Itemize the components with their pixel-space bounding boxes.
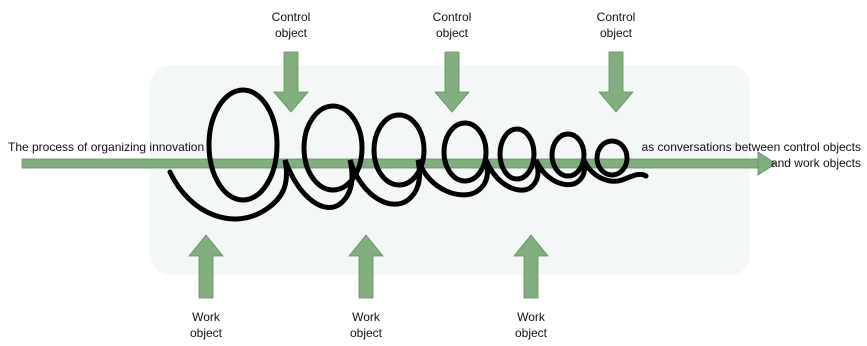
work-object-label-line2: object — [514, 326, 548, 340]
spiral-coil — [301, 103, 365, 193]
work-arrow-2 — [348, 234, 384, 299]
control-object-label-line2: object — [435, 26, 469, 40]
control-object-label: Control object — [433, 9, 472, 41]
control-object-label-line2: object — [599, 26, 633, 40]
work-object-label: Work object — [515, 309, 547, 341]
control-object-label-line1: Control — [432, 10, 472, 24]
control-object-label: Control object — [597, 9, 636, 41]
work-object-label: Work object — [190, 309, 222, 341]
work-object-label-line1: Work — [352, 310, 380, 324]
spiral-coil — [371, 112, 427, 188]
work-object-label-line1: Work — [517, 310, 545, 324]
control-object-label-line1: Control — [596, 10, 636, 24]
control-arrow-1 — [273, 51, 309, 113]
control-object-label: Control object — [272, 9, 311, 41]
work-object-label: Work object — [350, 309, 382, 341]
spiral-coil — [206, 87, 280, 203]
spiral-coil — [594, 138, 630, 178]
work-object-label-line1: Work — [192, 310, 220, 324]
spiral-coil — [441, 120, 489, 184]
control-arrow-2 — [434, 51, 470, 113]
work-arrow-1 — [188, 234, 224, 299]
process-arrow — [21, 151, 777, 176]
axis-label-right-line1: as conversations between control objects — [641, 140, 861, 154]
work-arrow-3 — [513, 234, 549, 299]
control-object-label-line1: Control — [271, 10, 311, 24]
axis-label-right-line2: and work objects — [770, 156, 861, 170]
work-object-label-line2: object — [349, 326, 383, 340]
spiral — [167, 87, 649, 222]
work-object-label-line2: object — [189, 326, 223, 340]
axis-label-left: The process of organizing innovation — [8, 140, 205, 154]
spiral-bottom-path — [167, 158, 649, 222]
spiral-coil — [497, 126, 537, 182]
spiral-coil — [549, 131, 587, 179]
process-arrow-head — [757, 151, 777, 176]
control-object-label-line2: object — [274, 26, 308, 40]
control-arrow-3 — [598, 51, 634, 113]
